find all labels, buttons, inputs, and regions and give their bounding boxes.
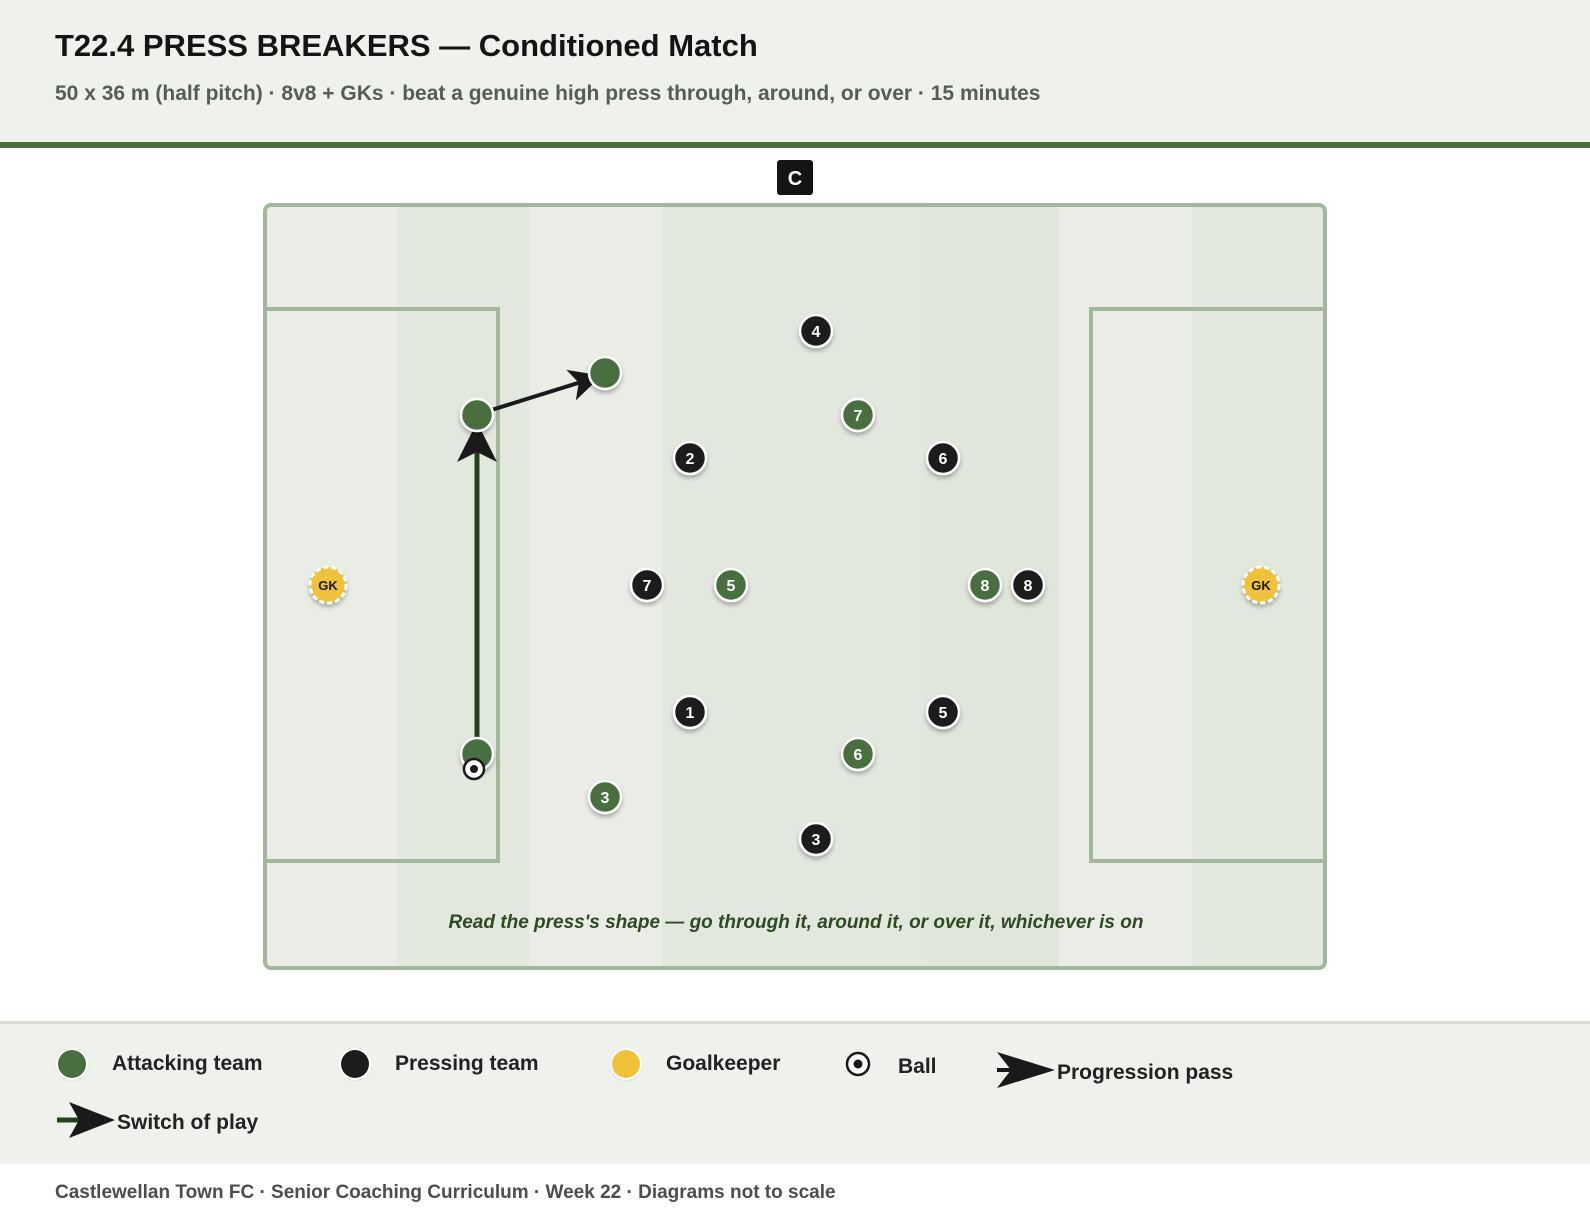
legend: Attacking team Pressing team Goalkeeper …	[0, 1021, 1590, 1164]
pitch-diagram: C Read the press's shape — go through it…	[263, 160, 1327, 970]
ball-icon	[844, 1050, 872, 1084]
ball-icon	[462, 757, 486, 781]
svg-text:7: 7	[643, 578, 652, 595]
pressing-player-icon	[341, 1050, 369, 1078]
svg-text:GK: GK	[318, 578, 338, 593]
attacking-player: 5	[713, 567, 749, 603]
switch-arrow-icon	[55, 1100, 117, 1146]
legend-label: Ball	[898, 1055, 937, 1078]
svg-text:2: 2	[686, 451, 695, 468]
penalty-area-left	[263, 307, 500, 863]
penalty-area-right	[1089, 307, 1327, 863]
pressing-player: 7	[629, 567, 665, 603]
progression-pass-arrow	[484, 369, 602, 414]
legend-label: Goalkeeper	[666, 1052, 781, 1075]
page-title: T22.4 PRESS BREAKERS — Conditioned Match	[55, 28, 758, 63]
pressing-player: 8	[1010, 567, 1046, 603]
pressing-player: 3	[798, 821, 834, 857]
goalkeeper-left: GK	[308, 565, 348, 605]
svg-text:5: 5	[727, 578, 736, 595]
attacking-player: 8	[967, 567, 1003, 603]
legend-item-attacking: Attacking team	[58, 1050, 263, 1078]
pressing-player: 2	[672, 440, 708, 476]
legend-label: Progression pass	[1057, 1061, 1234, 1084]
pressing-player: 4	[798, 313, 834, 349]
goalkeeper-right: GK	[1241, 565, 1281, 605]
header: T22.4 PRESS BREAKERS — Conditioned Match…	[0, 0, 1590, 143]
svg-text:C: C	[788, 168, 802, 190]
coaching-point-text: Read the press's shape — go through it, …	[449, 912, 1144, 933]
attacking-player-icon	[58, 1050, 86, 1078]
goalkeeper-icon	[612, 1050, 640, 1078]
legend-label: Attacking team	[112, 1052, 263, 1075]
svg-text:8: 8	[1024, 578, 1033, 595]
coach-marker: C	[777, 160, 813, 195]
attacking-player: 6	[840, 736, 876, 772]
svg-text:6: 6	[939, 451, 948, 468]
attacking-player: 3	[587, 779, 623, 815]
svg-text:6: 6	[854, 747, 863, 764]
footer-text: Castlewellan Town FC · Senior Coaching C…	[55, 1182, 836, 1203]
attacking-player	[587, 355, 623, 391]
progression-arrow-icon	[995, 1050, 1057, 1096]
pressing-player: 6	[925, 440, 961, 476]
svg-text:3: 3	[812, 832, 821, 849]
legend-item-switch-of-play: Switch of play	[55, 1100, 258, 1146]
pressing-player: 1	[672, 694, 708, 730]
header-divider	[0, 142, 1590, 148]
legend-item-progression-pass: Progression pass	[995, 1050, 1233, 1096]
svg-text:5: 5	[939, 705, 948, 722]
svg-text:GK: GK	[1251, 578, 1271, 593]
svg-text:1: 1	[686, 705, 695, 722]
legend-label: Switch of play	[117, 1111, 259, 1134]
svg-text:8: 8	[981, 578, 990, 595]
svg-text:4: 4	[812, 324, 821, 341]
page-subtitle: 50 x 36 m (half pitch) · 8v8 + GKs · bea…	[55, 82, 1041, 105]
attacking-player: 7	[840, 397, 876, 433]
legend-label: Pressing team	[395, 1052, 539, 1075]
legend-item-goalkeeper: Goalkeeper	[612, 1050, 780, 1078]
attacking-player	[459, 397, 495, 433]
pressing-player: 5	[925, 694, 961, 730]
svg-text:3: 3	[601, 790, 610, 807]
pitch-stripes	[397, 205, 1325, 968]
legend-item-ball: Ball	[844, 1050, 937, 1084]
legend-item-pressing: Pressing team	[341, 1050, 539, 1078]
svg-text:7: 7	[854, 408, 863, 425]
